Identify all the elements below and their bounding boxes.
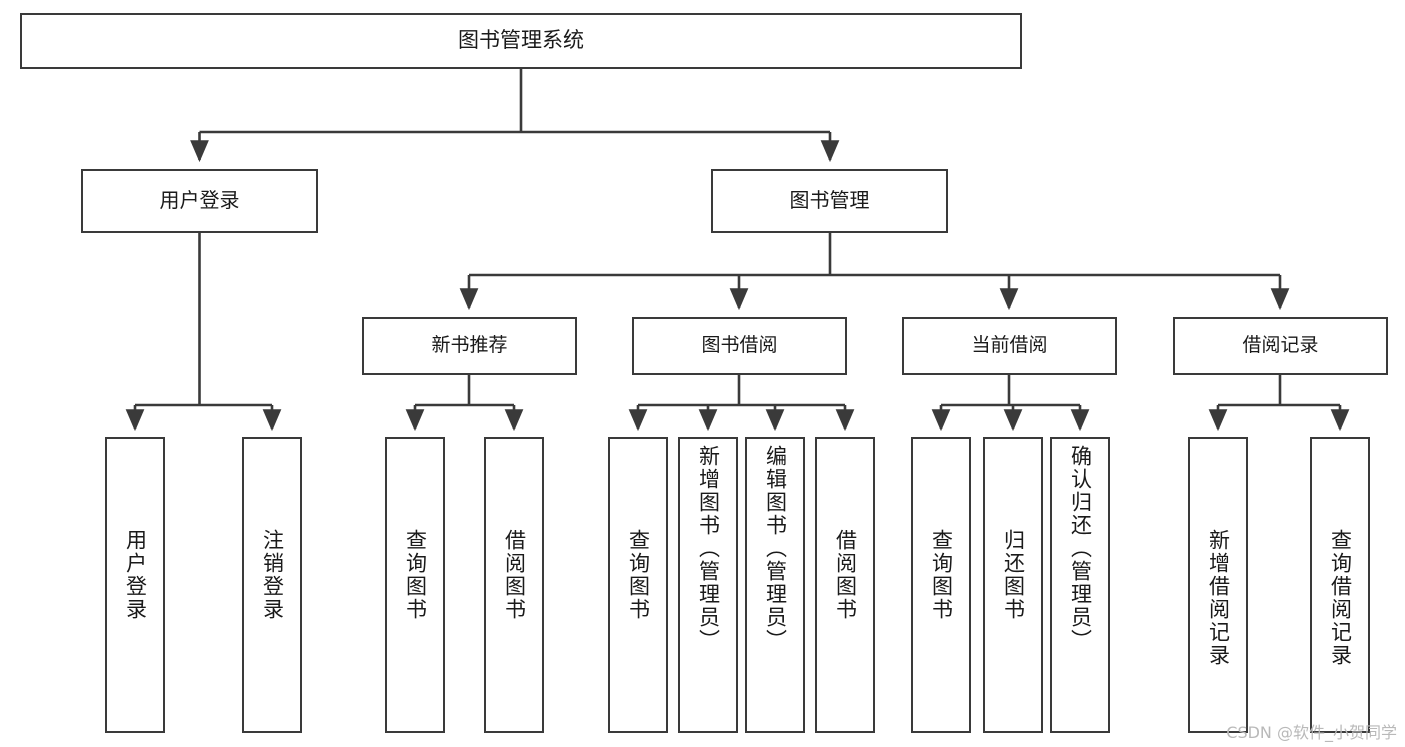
leaf-add-borrow-record[interactable]: 新增借阅记录 xyxy=(1188,437,1248,733)
leaf-borrow-book[interactable]: 借阅图书 xyxy=(815,437,875,733)
node-label: 借阅图书 xyxy=(833,529,857,621)
node-label: 确认归还（管理员） xyxy=(1068,445,1092,652)
node-label: 图书管理系统 xyxy=(458,29,584,53)
node-label: 借阅记录 xyxy=(1242,335,1319,357)
leaf-user-login[interactable]: 用户登录 xyxy=(105,437,165,733)
node-label: 查询图书 xyxy=(626,529,650,621)
node-label: 图书管理 xyxy=(789,189,870,212)
leaf-return-book[interactable]: 归还图书 xyxy=(983,437,1043,733)
node-current-borrow[interactable]: 当前借阅 xyxy=(902,317,1117,375)
watermark: CSDN @软件_小贺同学 xyxy=(1226,723,1397,742)
node-book-borrow[interactable]: 图书借阅 xyxy=(632,317,847,375)
node-label: 新增图书（管理员） xyxy=(696,445,720,652)
leaf-query-book-current[interactable]: 查询图书 xyxy=(911,437,971,733)
leaf-confirm-return-admin[interactable]: 确认归还（管理员） xyxy=(1050,437,1110,733)
leaf-add-book-admin[interactable]: 新增图书（管理员） xyxy=(678,437,738,733)
leaf-query-book-recommend[interactable]: 查询图书 xyxy=(385,437,445,733)
node-user-login[interactable]: 用户登录 xyxy=(81,169,318,233)
leaf-borrow-book-recommend[interactable]: 借阅图书 xyxy=(484,437,544,733)
node-label: 编辑图书（管理员） xyxy=(763,445,787,652)
node-label: 新书推荐 xyxy=(431,335,508,357)
node-root-system[interactable]: 图书管理系统 xyxy=(20,13,1022,69)
node-label: 借阅图书 xyxy=(502,529,526,621)
node-label: 新增借阅记录 xyxy=(1206,529,1230,667)
node-label: 用户登录 xyxy=(159,189,240,212)
node-label: 注销登录 xyxy=(260,529,284,621)
leaf-user-logout[interactable]: 注销登录 xyxy=(242,437,302,733)
node-label: 当前借阅 xyxy=(971,335,1048,357)
leaf-query-book-borrow[interactable]: 查询图书 xyxy=(608,437,668,733)
node-borrow-record[interactable]: 借阅记录 xyxy=(1173,317,1388,375)
leaf-edit-book-admin[interactable]: 编辑图书（管理员） xyxy=(745,437,805,733)
node-label: 查询图书 xyxy=(929,529,953,621)
node-book-management[interactable]: 图书管理 xyxy=(711,169,948,233)
node-label: 归还图书 xyxy=(1001,529,1025,621)
node-new-book-recommend[interactable]: 新书推荐 xyxy=(362,317,577,375)
node-label: 查询借阅记录 xyxy=(1328,529,1352,667)
leaf-query-borrow-record[interactable]: 查询借阅记录 xyxy=(1310,437,1370,733)
node-label: 用户登录 xyxy=(123,529,147,621)
node-label: 图书借阅 xyxy=(701,335,778,357)
node-label: 查询图书 xyxy=(403,529,427,621)
